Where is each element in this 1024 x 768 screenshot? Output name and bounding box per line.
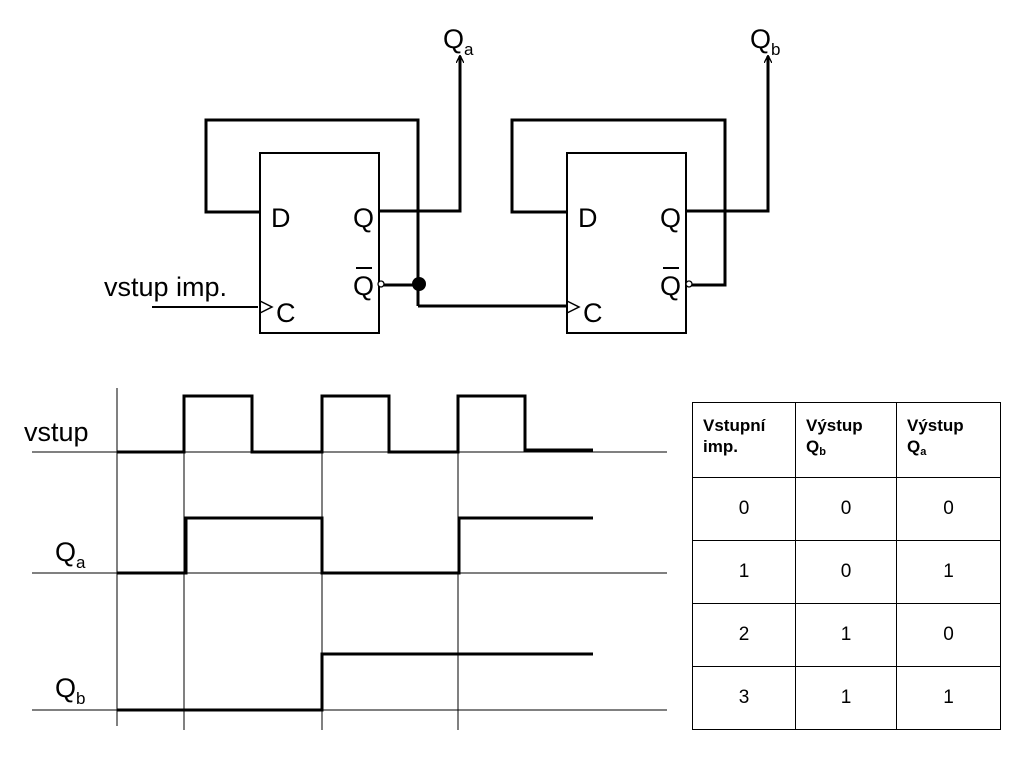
circuit-wires [152, 56, 768, 308]
table-row: 0 0 0 [692, 477, 1001, 541]
table-cell: 0 [692, 477, 796, 541]
qb-signal-label: Qb [55, 673, 85, 708]
table-cell: 1 [795, 666, 897, 730]
flipflop-b-q-label: Q [660, 203, 681, 233]
flipflop-b-clk-label: C [583, 298, 603, 328]
qa-waveform [117, 516, 593, 575]
table-cell: 1 [896, 540, 1001, 604]
table-cell: 1 [692, 540, 796, 604]
table-cell: 3 [692, 666, 796, 730]
flipflop-a-d-label: D [271, 203, 291, 233]
vstup-signal-label: vstup [24, 417, 89, 447]
flipflop-b-qn-bubble [685, 280, 693, 288]
feedback-wire-b [510, 118, 727, 287]
output-wire-a [379, 56, 460, 213]
flipflop-b-body [566, 152, 687, 334]
output-b-label: Qb [750, 24, 780, 59]
qb-waveform [117, 652, 593, 712]
flipflop-a-clk-label: C [276, 298, 296, 328]
output-wire-b [686, 56, 768, 213]
flipflop-a-qn-label: Q [353, 271, 374, 301]
table-row: 2 1 0 [692, 603, 1001, 667]
table-cell: 1 [896, 666, 1001, 730]
flipflop-a-body [259, 152, 380, 334]
table-cell: 2 [692, 603, 796, 667]
table-row: 3 1 1 [692, 666, 1001, 730]
flipflop-b-clock-triangle [566, 300, 581, 314]
flipflop-a: D C Q Q [259, 152, 380, 334]
flipflop-a-q-label: Q [353, 203, 374, 233]
flipflop-b-qn-label: Q [660, 271, 681, 301]
output-a-label: Qa [443, 24, 474, 59]
timing-diagram: vstup Qa Qb [24, 388, 667, 730]
junction-dot [412, 277, 426, 291]
flipflop-b: D C Q Q [566, 152, 687, 334]
input-label: vstup imp. [104, 272, 227, 302]
feedback-wire-a [204, 118, 420, 306]
flipflop-a-clock-triangle [259, 300, 274, 314]
vstup-waveform [117, 394, 593, 454]
flipflop-b-d-label: D [578, 203, 598, 233]
table-cell: 0 [896, 477, 1001, 541]
table-cell: 0 [795, 540, 897, 604]
table-cell: 1 [795, 603, 897, 667]
qa-signal-label: Qa [55, 537, 86, 572]
table-cell: 0 [795, 477, 897, 541]
table-row: 1 0 1 [692, 540, 1001, 604]
table-cell: 0 [896, 603, 1001, 667]
flipflop-a-qn-bubble [377, 280, 385, 288]
